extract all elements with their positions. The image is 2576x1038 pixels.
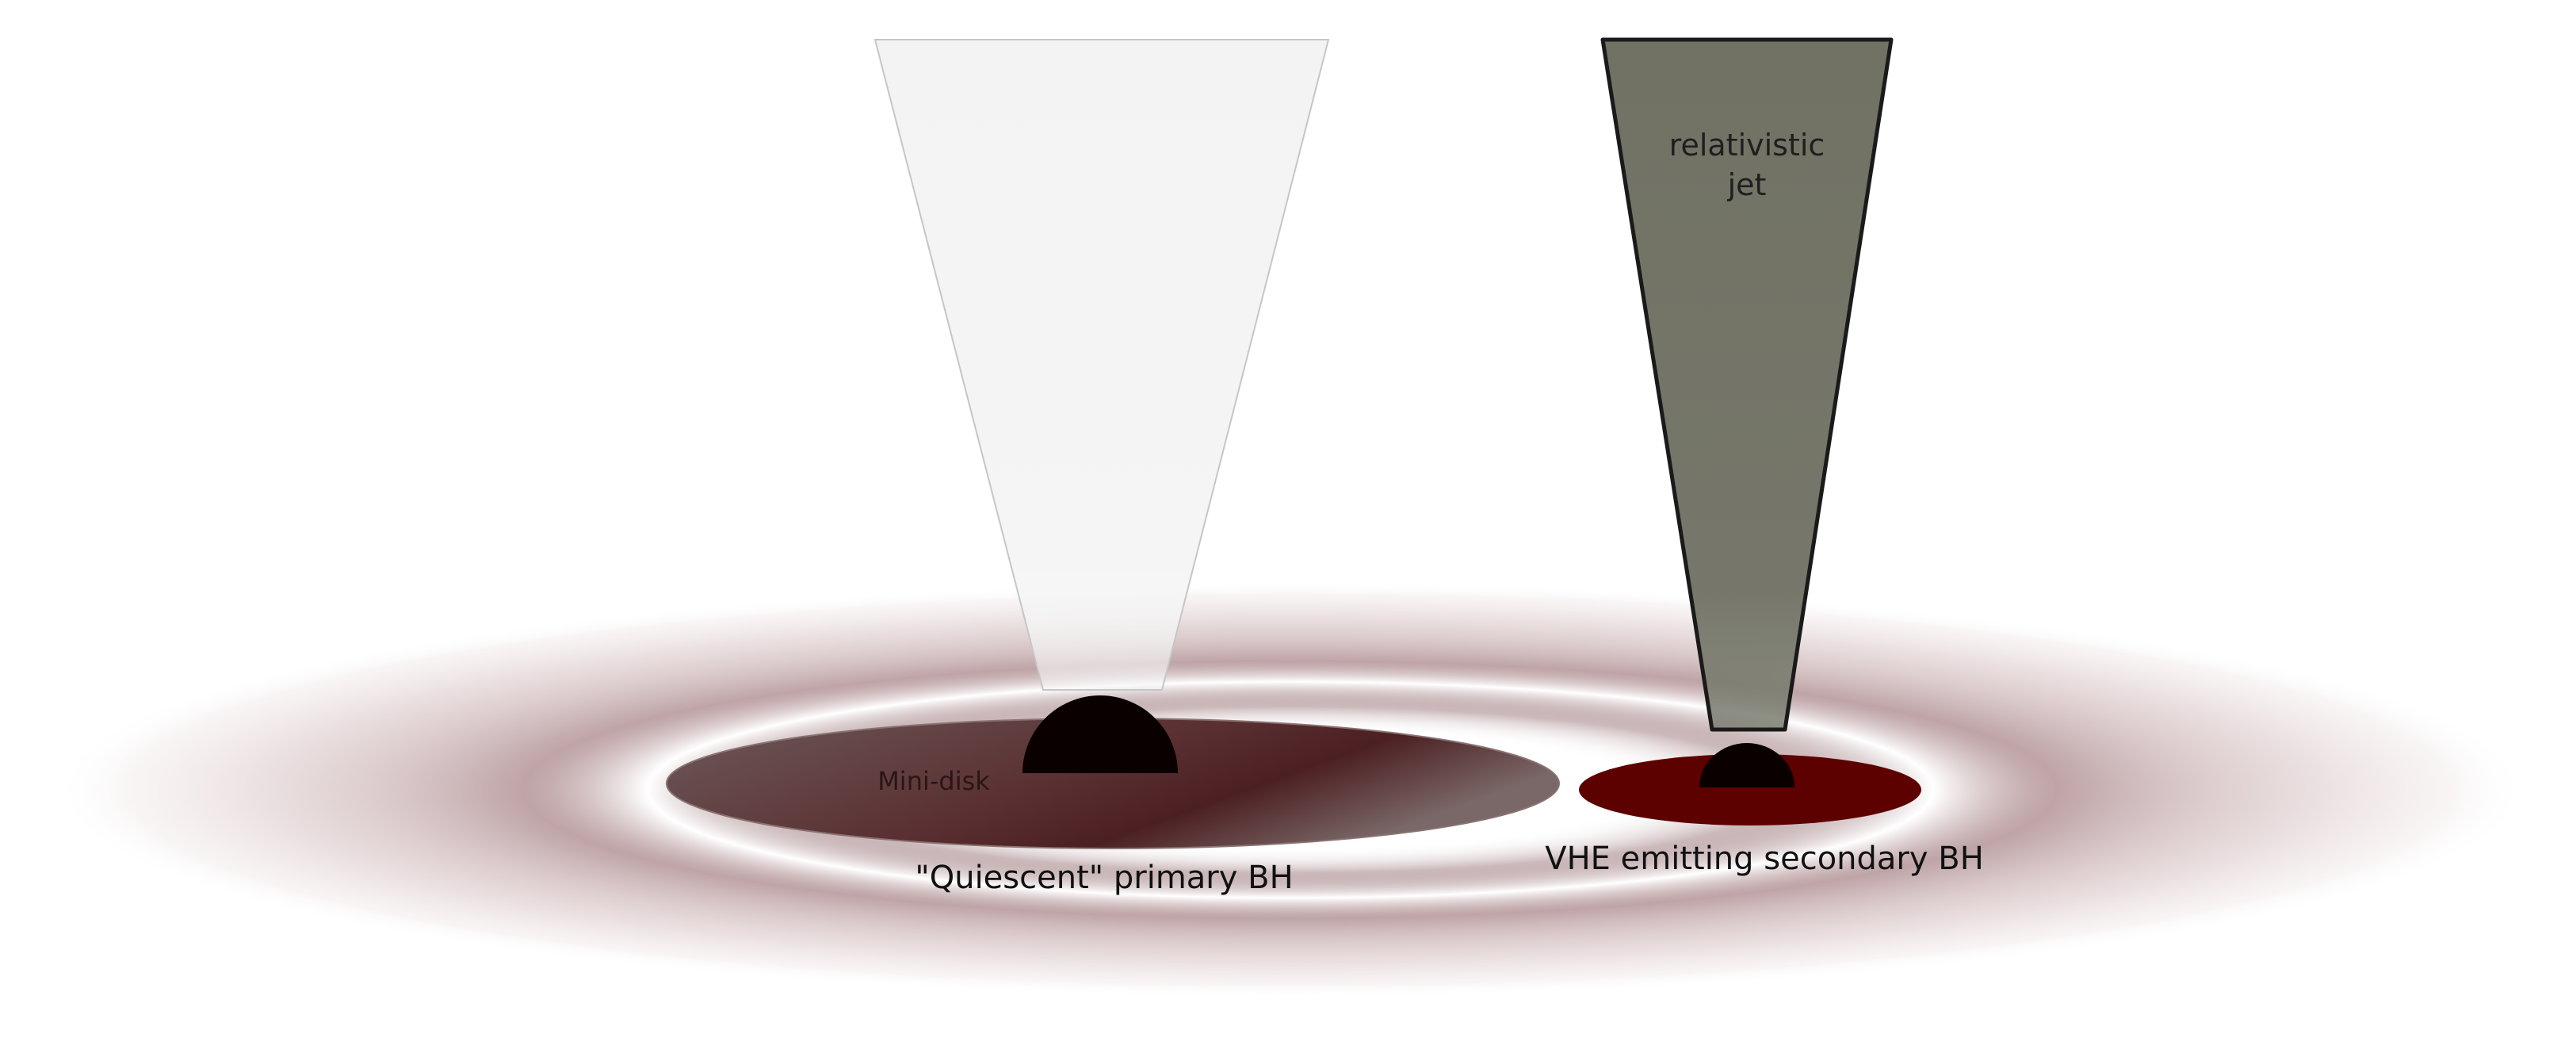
secondary-minidisk (1579, 754, 1921, 825)
relativistic-jet (1600, 37, 1894, 732)
quiescent-outflow-cone (873, 39, 1330, 691)
jet-label-line2: jet (1727, 167, 1767, 202)
primary-black-hole (1022, 695, 1178, 773)
jet-label-line1: relativistic (1669, 128, 1825, 163)
secondary-bh-label: VHE emitting secondary BH (1545, 841, 1984, 877)
secondary-black-hole (1699, 743, 1794, 787)
mini-disk-label: Mini-disk (877, 766, 990, 796)
primary-bh-label: "Quiescent" primary BH (915, 860, 1293, 896)
